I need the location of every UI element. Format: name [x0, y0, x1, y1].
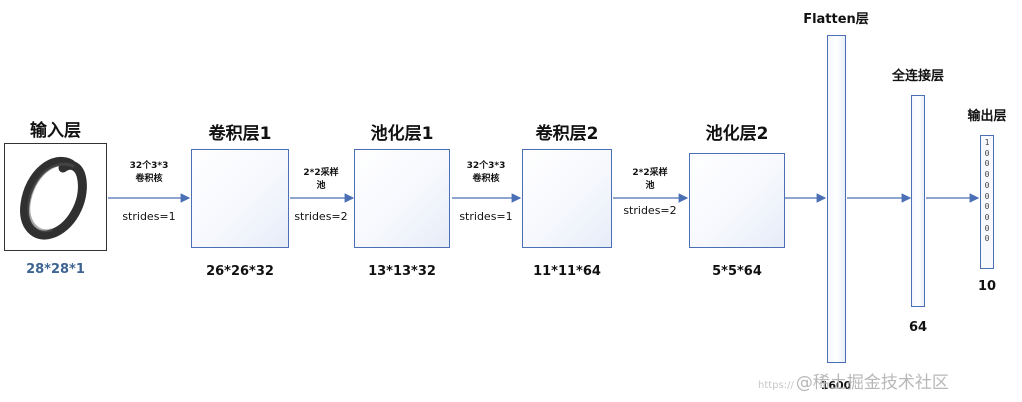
pool1-box: [354, 149, 450, 248]
output-value-9: 0: [984, 234, 990, 244]
op1-strides: strides=1: [122, 210, 176, 223]
input-layer-title: 输入层: [30, 121, 81, 141]
output-vector: 1 0 0 0 0 0 0 0 0 0: [980, 135, 994, 269]
op3-strides: strides=1: [459, 210, 513, 223]
output-title: 输出层: [967, 109, 1007, 124]
op3-kernel-label: 卷积核: [472, 174, 500, 184]
op1-kernel-label: 卷积核: [135, 174, 163, 184]
watermark-url: https://: [758, 380, 794, 391]
output-dims: 10: [977, 279, 997, 294]
pool1-title: 池化层1: [370, 124, 434, 144]
output-value-8: 0: [984, 223, 990, 233]
op4-pool-label: 池: [645, 181, 655, 191]
output-value-0: 1: [984, 138, 990, 147]
conv2-dims: 11*11*64: [533, 264, 601, 279]
dense-vector: [911, 95, 925, 307]
output-value-7: 0: [984, 212, 990, 222]
handwritten-zero-icon: [20, 156, 87, 240]
input-layer-dims: 28*28*1: [26, 262, 85, 277]
input-digit-image: [4, 143, 107, 251]
conv1-box: [191, 149, 289, 248]
conv2-box: [522, 149, 612, 248]
watermark: https://@稀土掘金技术社区: [758, 368, 949, 393]
conv1-dims: 26*26*32: [206, 264, 274, 279]
output-value-1: 0: [984, 148, 990, 158]
op4-pool-size: 2*2采样: [632, 168, 668, 178]
conv1-title: 卷积层1: [208, 124, 272, 144]
dense-dims: 64: [908, 320, 928, 335]
pool2-box: [689, 153, 785, 248]
flatten-title: Flatten层: [803, 12, 869, 27]
output-value-4: 0: [984, 180, 990, 190]
op1-kernel-count: 32个3*3: [129, 161, 169, 171]
flatten-dims: 1600: [820, 379, 852, 392]
watermark-text: @稀土掘金技术社区: [795, 373, 949, 393]
output-value-6: 0: [984, 202, 990, 212]
conv2-title: 卷积层2: [535, 124, 599, 144]
op2-pool-label: 池: [316, 181, 326, 191]
output-value-2: 0: [984, 159, 990, 169]
pool2-dims: 5*5*64: [712, 264, 762, 279]
op2-strides: strides=2: [294, 210, 348, 223]
output-value-3: 0: [984, 170, 990, 180]
dense-title: 全连接层: [891, 69, 944, 84]
pool2-title: 池化层2: [705, 124, 769, 144]
op2-pool-size: 2*2采样: [303, 168, 339, 178]
pool1-dims: 13*13*32: [368, 264, 436, 279]
op3-kernel-count: 32个3*3: [466, 161, 506, 171]
output-value-5: 0: [984, 191, 990, 201]
flatten-vector: [827, 35, 846, 363]
op4-strides: strides=2: [623, 204, 677, 217]
